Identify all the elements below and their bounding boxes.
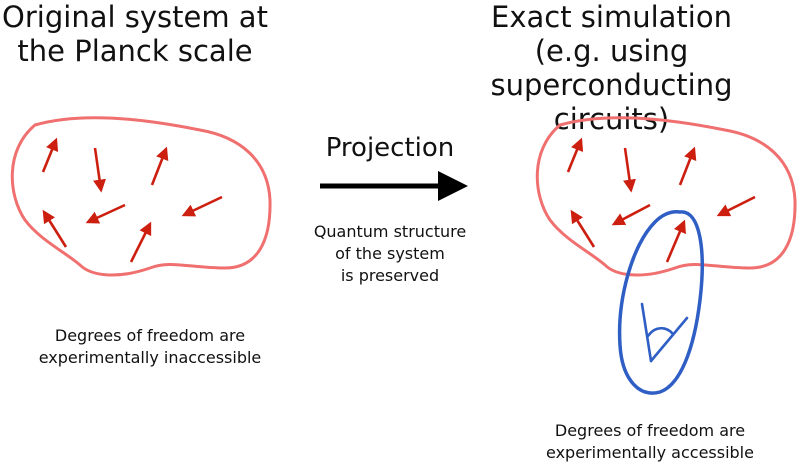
arrow-icon xyxy=(665,219,686,263)
arrow-icon xyxy=(129,221,152,263)
arrow-icon xyxy=(181,195,223,217)
arrow-icon xyxy=(150,146,169,186)
right-caption: Degrees of freedom are experimentally ac… xyxy=(546,421,754,462)
right-spin-arrows xyxy=(566,137,756,263)
arrow-icon xyxy=(678,146,697,186)
arrow-icon xyxy=(716,195,756,217)
right-title: Exact simulation (e.g. using superconduc… xyxy=(490,0,733,136)
left-spin-arrows xyxy=(41,137,223,263)
arrow-icon xyxy=(570,209,596,248)
arrow-icon xyxy=(566,137,584,173)
projection-label: Projection xyxy=(325,133,455,163)
left-caption: Degrees of freedom are experimentally in… xyxy=(38,326,262,367)
arrow-icon xyxy=(85,203,126,224)
left-system-blob xyxy=(10,116,272,277)
preservation-note: Quantum structure of the system is prese… xyxy=(313,222,467,285)
left-title: Original system at the Planck scale xyxy=(2,0,268,68)
arrow-icon xyxy=(611,203,651,226)
arrow-icon xyxy=(41,137,59,173)
right-system-blob xyxy=(535,116,797,277)
arrow-icon xyxy=(623,147,636,193)
arrow-icon xyxy=(42,209,68,248)
arrow-icon xyxy=(93,147,106,193)
probe-loop xyxy=(617,210,704,395)
eye-icon xyxy=(640,302,689,363)
